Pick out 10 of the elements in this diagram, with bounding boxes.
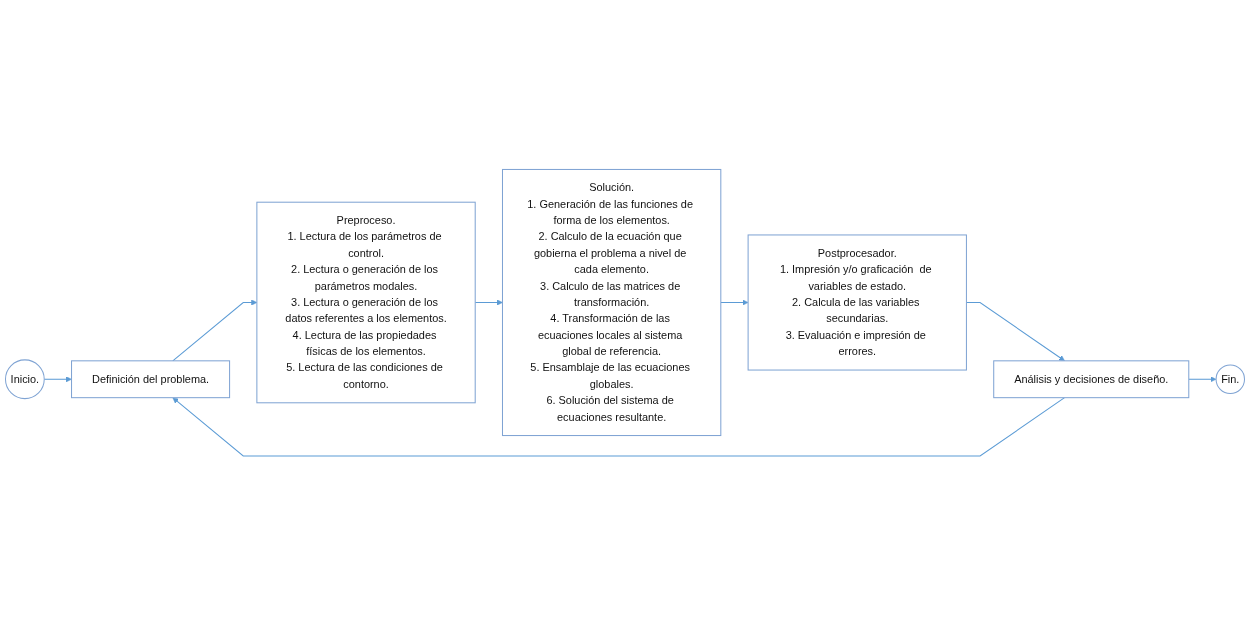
node-circle: Fin. xyxy=(1215,364,1245,395)
node-box: Preproceso. 1. Lectura de los parámetros de control. 2. Lectura o generación de los parámetros modales. 3. Lectura o generación de los datos referentes a los elementos. 4. Lectura de las propiedades físicas de los elementos. 5. Lectura de las condiciones de contorno. xyxy=(256,201,476,404)
arrow xyxy=(1188,376,1217,383)
node-box: Solución. 1. Generación de las funciones de forma de los elementos. 2. Calculo de la ecuación que gobierna el problema a nivel de cada elemento. 3. Calculo de las matrices de transformación. 4. Transformación de las ecuaciones locales al sistema global de referencia. 5. Ensamblaje de las ecuaciones globales. 6. Solución del sistema de ecuaciones resultante. xyxy=(502,169,722,437)
node-box: Análisis y decisiones de diseño. xyxy=(993,360,1190,399)
node-box: Postprocesador. 1. Impresión y/o graficación de variables de estado. 2. Calcula de las variables secundarias. 3. Evaluación e impresión de errores. xyxy=(747,234,967,371)
arrow xyxy=(720,299,749,306)
node-box: Definición del problema. xyxy=(71,360,231,399)
arrow xyxy=(172,397,1066,457)
node-circle: Inicio. xyxy=(5,359,45,400)
